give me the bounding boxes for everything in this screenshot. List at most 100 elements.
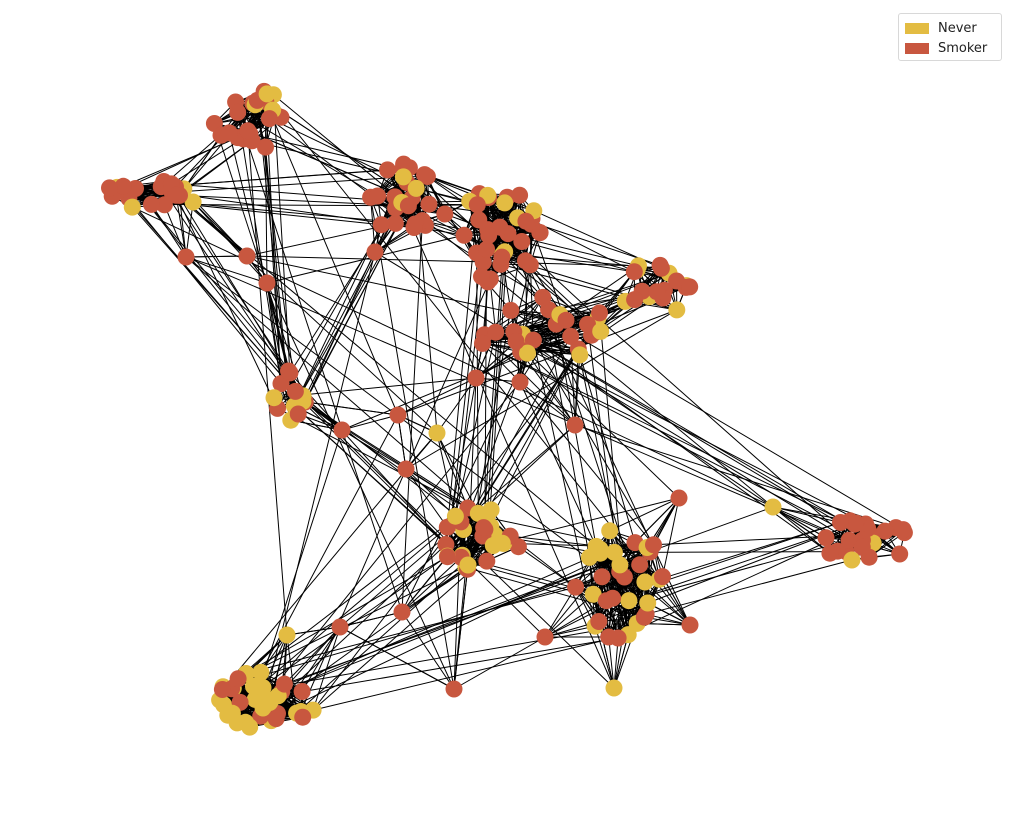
node-smoker: [238, 247, 256, 265]
node-smoker: [213, 681, 231, 698]
node-never: [611, 556, 629, 574]
graph-edge: [436, 377, 477, 434]
graph-edge: [482, 342, 863, 541]
node-smoker: [333, 421, 351, 439]
graph-edge: [263, 91, 691, 626]
node-smoker: [473, 268, 490, 285]
node-smoker: [590, 613, 608, 630]
node-smoker: [846, 515, 864, 533]
node-never: [252, 663, 270, 681]
node-smoker: [239, 122, 257, 140]
node-smoker: [331, 618, 349, 636]
graph-edge: [247, 130, 288, 636]
graph-edge: [520, 351, 576, 426]
legend-entry-smoker: Smoker: [905, 38, 995, 58]
graph-edge: [246, 222, 396, 257]
node-smoker: [155, 196, 173, 214]
node-smoker: [524, 331, 542, 349]
node-smoker: [389, 406, 407, 424]
graph-edge: [522, 333, 874, 544]
node-smoker: [513, 233, 531, 250]
node-never: [496, 194, 514, 212]
graph-edge: [405, 309, 678, 470]
graph-edge: [436, 432, 469, 509]
node-never: [584, 585, 602, 603]
graph-edge: [286, 634, 298, 714]
node-smoker: [536, 628, 554, 646]
graph-edge: [544, 586, 577, 638]
graph-edge: [502, 542, 648, 548]
graph-edge: [387, 169, 615, 689]
node-never: [428, 424, 446, 442]
graph-edge: [544, 625, 596, 638]
node-smoker: [418, 168, 436, 185]
node-smoker: [876, 522, 894, 540]
graph-edge: [273, 94, 774, 508]
node-never: [592, 322, 610, 340]
graph-edge: [453, 636, 546, 690]
node-smoker: [534, 288, 552, 306]
node-never: [636, 573, 654, 591]
graph-edge: [289, 207, 397, 374]
graph-edge: [185, 256, 519, 548]
graph-edge: [772, 506, 850, 541]
node-smoker: [143, 195, 160, 213]
node-smoker: [478, 552, 496, 570]
node-smoker: [668, 272, 685, 290]
graph-edge: [436, 432, 456, 517]
graph-edge: [275, 626, 341, 719]
node-smoker: [487, 323, 505, 341]
graph-edge: [245, 381, 521, 723]
graph-edge: [519, 381, 597, 547]
node-never: [123, 198, 141, 216]
graph-edge: [454, 332, 497, 517]
node-smoker: [386, 214, 404, 232]
node-never: [258, 85, 276, 103]
node-smoker: [420, 195, 438, 213]
graph-edge: [544, 600, 607, 638]
graph-edge: [185, 256, 268, 284]
graph-edge: [161, 168, 403, 188]
graph-edge: [123, 137, 238, 187]
node-smoker: [651, 256, 669, 274]
node-smoker: [840, 531, 858, 549]
graph-edge: [532, 339, 654, 546]
node-smoker: [493, 248, 511, 266]
graph-edge: [515, 341, 680, 499]
node-smoker: [645, 536, 662, 554]
node-smoker: [275, 675, 293, 693]
node-smoker: [393, 603, 411, 621]
node-never: [605, 679, 623, 697]
node-smoker: [600, 628, 618, 646]
graph-edge: [266, 282, 282, 384]
node-smoker: [436, 205, 454, 223]
graph-edge: [484, 334, 576, 426]
node-smoker: [681, 278, 699, 296]
graph-edge: [772, 506, 827, 539]
graph-edge: [533, 339, 872, 539]
graph-edge: [277, 407, 469, 509]
graph-edge: [246, 255, 601, 332]
node-smoker: [114, 177, 132, 195]
edge-layer: [109, 90, 905, 728]
node-smoker: [817, 529, 835, 547]
graph-edge: [132, 206, 774, 508]
graph-edge: [542, 297, 647, 615]
node-smoker: [267, 710, 285, 728]
graph-edge: [594, 625, 615, 689]
node-smoker: [260, 110, 278, 128]
node-smoker: [511, 186, 529, 204]
node-smoker: [853, 538, 871, 556]
legend-swatch-never: [905, 22, 929, 34]
graph-edge: [482, 312, 600, 344]
graph-edge: [628, 539, 850, 602]
graph-edge: [293, 202, 403, 407]
graph-edge: [397, 377, 477, 416]
node-smoker: [289, 405, 307, 423]
node-smoker: [480, 226, 498, 244]
graph-edge: [598, 602, 648, 622]
node-smoker: [631, 556, 649, 574]
node-smoker: [517, 252, 534, 270]
graph-edge: [131, 206, 306, 403]
node-smoker: [468, 196, 486, 214]
